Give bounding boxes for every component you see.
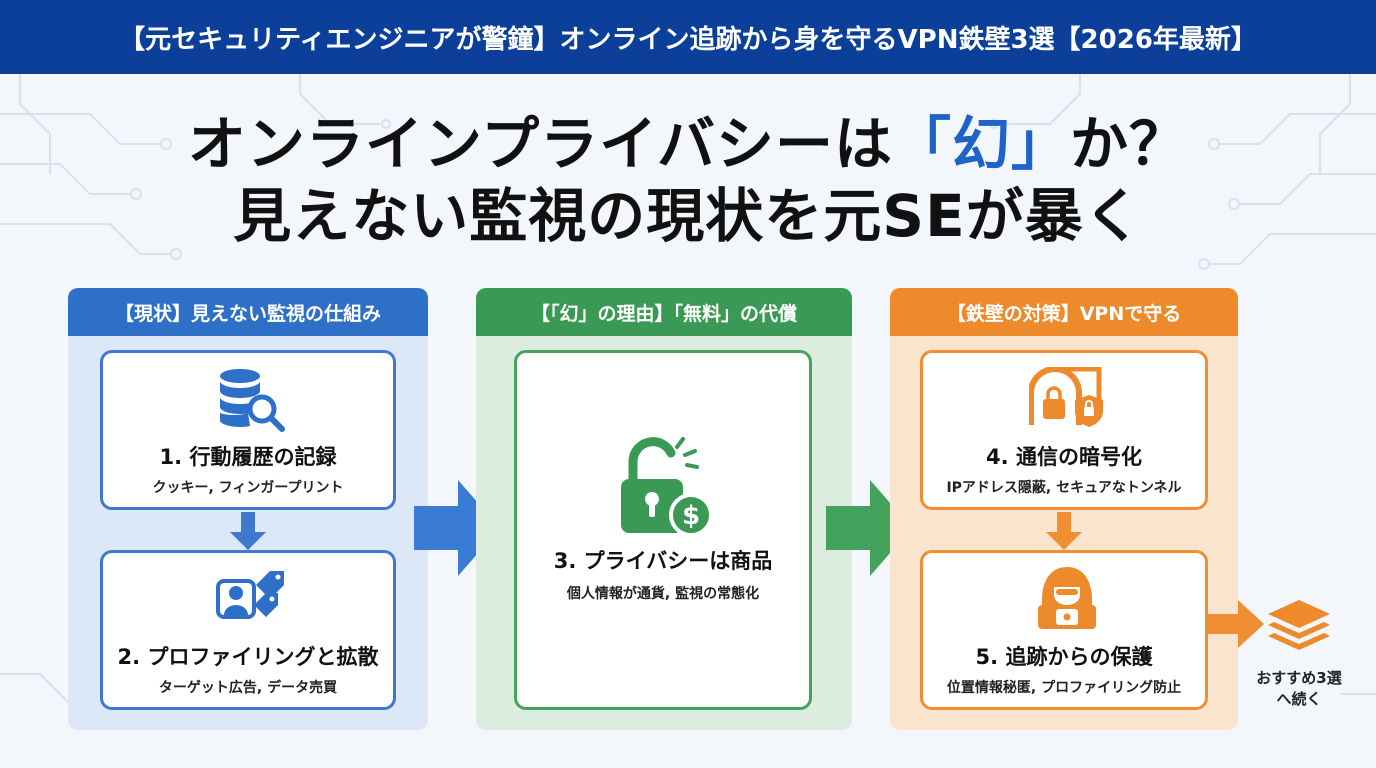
headline-line-2: 見えない監視の現状を元SEが暴く bbox=[233, 182, 1143, 250]
card-title: 1. 行動履歴の記録 bbox=[159, 445, 337, 469]
panel-header: 【「幻」の理由】「無料」の代償 bbox=[476, 288, 852, 336]
panel-countermeasure: 【鉄壁の対策】VPNで守る 4. 通信の暗号化 IPアドレス隠蔽, セキュアなト… bbox=[890, 288, 1238, 730]
panel-reason: 【「幻」の理由】「無料」の代償 $ 3. プライバシーは商品 個人情報が通貨, … bbox=[476, 288, 852, 730]
unlocked-padlock-dollar-icon: $ bbox=[621, 437, 713, 537]
database-search-icon bbox=[220, 369, 285, 432]
card-behavior-tracking: 1. 行動履歴の記録 クッキー, フィンガープリント bbox=[100, 350, 396, 510]
card-title: 3. プライバシーは商品 bbox=[553, 549, 773, 573]
svg-text:$: $ bbox=[682, 501, 700, 531]
next-line-1: おすすめ3選 bbox=[1256, 669, 1342, 687]
hooded-hacker-icon bbox=[1038, 567, 1096, 629]
card-profiling: 2. プロファイリングと拡散 ターゲット広告, データ売買 bbox=[100, 550, 396, 710]
top-banner: 【元セキュリティエンジニアが警鐘】オンライン追跡から身を守るVPN鉄壁3選【20… bbox=[0, 0, 1376, 74]
card-subtitle: 位置情報秘匿, プロファイリング防止 bbox=[946, 680, 1182, 696]
card-subtitle: 個人情報が通貨, 監視の常態化 bbox=[566, 586, 760, 602]
next-line-2: へ続く bbox=[1276, 690, 1322, 708]
headline-accent: 「幻」 bbox=[893, 110, 1071, 178]
panel-current-state: 【現状】見えない監視の仕組み 1. 行動履歴の記録 クッキー, フィンガープリン… bbox=[68, 288, 428, 730]
card-subtitle: IPアドレス隠蔽, セキュアなトンネル bbox=[946, 480, 1182, 496]
secure-tunnel-icon bbox=[1029, 367, 1103, 427]
card-encryption: 4. 通信の暗号化 IPアドレス隠蔽, セキュアなトンネル bbox=[920, 350, 1208, 510]
right-arrow-icon bbox=[1206, 600, 1264, 648]
card-tracking-protection: 5. 追跡からの保護 位置情報秘匿, プロファイリング防止 bbox=[920, 550, 1208, 710]
headline: オンラインプライバシーは「幻」か？ 見えない監視の現状を元SEが暴く bbox=[0, 108, 1376, 252]
card-title: 4. 通信の暗号化 bbox=[986, 445, 1142, 469]
user-tags-icon bbox=[216, 571, 284, 619]
banner-text: 【元セキュリティエンジニアが警鐘】オンライン追跡から身を守るVPN鉄壁3選【20… bbox=[119, 24, 1257, 55]
card-title: 2. プロファイリングと拡散 bbox=[117, 645, 379, 669]
card-subtitle: クッキー, フィンガープリント bbox=[152, 480, 344, 496]
down-arrow-icon bbox=[1046, 512, 1082, 550]
card-subtitle: ターゲット広告, データ売買 bbox=[158, 680, 338, 696]
layers-icon bbox=[1268, 600, 1330, 650]
panel-header: 【鉄壁の対策】VPNで守る bbox=[890, 288, 1238, 336]
down-arrow-icon bbox=[230, 512, 266, 550]
headline-line-1-after: か？ bbox=[1070, 110, 1189, 178]
next-section-label: おすすめ3選 へ続く bbox=[1244, 668, 1354, 710]
card-privacy-commodity: $ 3. プライバシーは商品 個人情報が通貨, 監視の常態化 bbox=[514, 350, 812, 710]
card-title: 5. 追跡からの保護 bbox=[975, 645, 1153, 669]
panel-header: 【現状】見えない監視の仕組み bbox=[68, 288, 428, 336]
headline-line-1-before: オンラインプライバシーは bbox=[187, 110, 894, 178]
headline-line-1: オンラインプライバシーは「幻」か？ bbox=[0, 108, 1376, 180]
